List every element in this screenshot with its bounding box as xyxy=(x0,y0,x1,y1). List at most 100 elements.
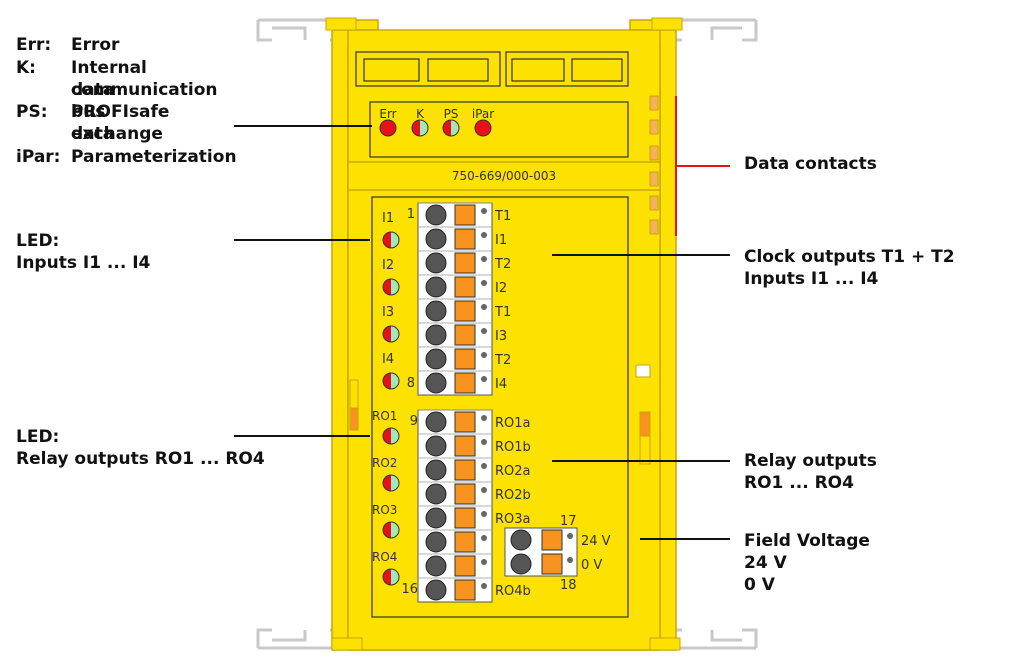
input-led-i1 xyxy=(382,231,400,249)
wire-entry xyxy=(425,252,447,274)
fv-label: 24 V xyxy=(581,534,611,549)
terminal-label: T2 xyxy=(494,257,511,272)
terminal-label: I2 xyxy=(495,281,507,296)
clamp-lever xyxy=(454,531,476,553)
wire-entry xyxy=(425,372,447,394)
terminal-number: 16 xyxy=(401,582,418,597)
relay-led-ro3 xyxy=(382,521,400,539)
data-contact xyxy=(649,219,659,235)
relay-led-label: RO3 xyxy=(372,503,397,517)
test-point xyxy=(481,487,487,493)
wire-entry xyxy=(425,300,447,322)
test-point xyxy=(481,439,487,445)
terminal-area xyxy=(371,196,629,618)
callout-line: Relay outputs RO1 ... RO4 xyxy=(16,449,265,469)
terminal-label: I1 xyxy=(495,233,507,248)
test-point xyxy=(481,280,487,286)
status-led-ipar xyxy=(474,119,492,137)
clamp-lever xyxy=(454,324,476,346)
terminal-label: I3 xyxy=(495,329,507,344)
callout-data-contacts: Data contacts xyxy=(744,154,877,174)
legend-ipar: iPar: Parameterization xyxy=(16,146,237,168)
terminal-number: 1 xyxy=(407,207,415,222)
legend-value: exchange xyxy=(71,124,163,144)
relay-led-ro1 xyxy=(382,427,400,445)
legend-value: Internal data bus xyxy=(71,58,147,122)
legend-key: K: xyxy=(16,58,36,78)
callout-line: LED: xyxy=(16,427,60,447)
clamp-lever xyxy=(454,300,476,322)
relay-led-ro4 xyxy=(382,568,400,586)
wire-entry xyxy=(510,529,532,551)
terminal-label: I4 xyxy=(495,377,507,392)
relay-led-label: RO4 xyxy=(372,550,397,564)
terminal-block xyxy=(417,202,493,396)
wire-entry xyxy=(425,204,447,226)
callout-line: LED: xyxy=(16,231,60,251)
input-led-label: I4 xyxy=(382,352,394,367)
status-led-k xyxy=(411,119,429,137)
fv-block xyxy=(504,527,578,577)
clamp-lever xyxy=(541,553,563,575)
clamp-lever xyxy=(454,435,476,457)
legend-value: PROFIsafe data xyxy=(71,102,170,144)
data-contact xyxy=(649,95,659,111)
wire-entry xyxy=(425,531,447,553)
status-led-err xyxy=(379,119,397,137)
clamp-lever xyxy=(454,459,476,481)
wire-entry xyxy=(425,228,447,250)
status-led-label: Err xyxy=(379,107,396,121)
terminal-number: 8 xyxy=(407,376,415,391)
wire-entry xyxy=(425,555,447,577)
module-housing xyxy=(325,17,683,651)
callout-line: Inputs I1 ... I4 xyxy=(744,269,879,289)
test-point xyxy=(481,415,487,421)
wire-entry xyxy=(425,579,447,601)
terminal-label: RO2a xyxy=(495,464,531,479)
wire-entry xyxy=(425,459,447,481)
legend-key: iPar: xyxy=(16,147,61,167)
test-point xyxy=(481,511,487,517)
test-point xyxy=(481,208,487,214)
input-led-i3 xyxy=(382,325,400,343)
data-contact xyxy=(649,171,659,187)
test-point xyxy=(481,232,487,238)
data-contact xyxy=(649,119,659,135)
status-led-ps xyxy=(442,119,460,137)
terminal-block xyxy=(417,409,493,603)
callout-line: Inputs I1 ... I4 xyxy=(16,253,151,273)
wire-entry xyxy=(425,348,447,370)
relay-led-label: RO2 xyxy=(372,456,397,470)
status-led-label: iPar xyxy=(472,107,494,121)
data-contact xyxy=(649,145,659,161)
status-led-panel xyxy=(369,101,629,158)
data-contacts xyxy=(649,95,659,235)
wire-entry xyxy=(510,553,532,575)
legend-value: communication xyxy=(71,80,218,100)
terminal-label: RO2b xyxy=(495,488,531,503)
clamp-lever xyxy=(454,204,476,226)
clamp-lever xyxy=(454,276,476,298)
terminal-label: RO1b xyxy=(495,440,531,455)
status-led-label: PS xyxy=(444,107,459,121)
wire-entry xyxy=(425,411,447,433)
test-point xyxy=(481,535,487,541)
leader-lines xyxy=(234,125,730,540)
legend-k: K: Internal data bus communication xyxy=(16,57,218,122)
input-led-label: I1 xyxy=(382,211,394,226)
callout-line: Field Voltage xyxy=(744,531,870,551)
terminal-number: 18 xyxy=(560,578,577,593)
callout-line: 24 V xyxy=(744,553,787,573)
input-led-i2 xyxy=(382,278,400,296)
test-point xyxy=(481,559,487,565)
fv-label: 0 V xyxy=(581,558,602,573)
legend-value: Parameterization xyxy=(71,147,237,167)
test-point xyxy=(481,304,487,310)
callout-led-inputs: LED: Inputs I1 ... I4 xyxy=(16,230,150,274)
top-slots xyxy=(355,51,629,87)
